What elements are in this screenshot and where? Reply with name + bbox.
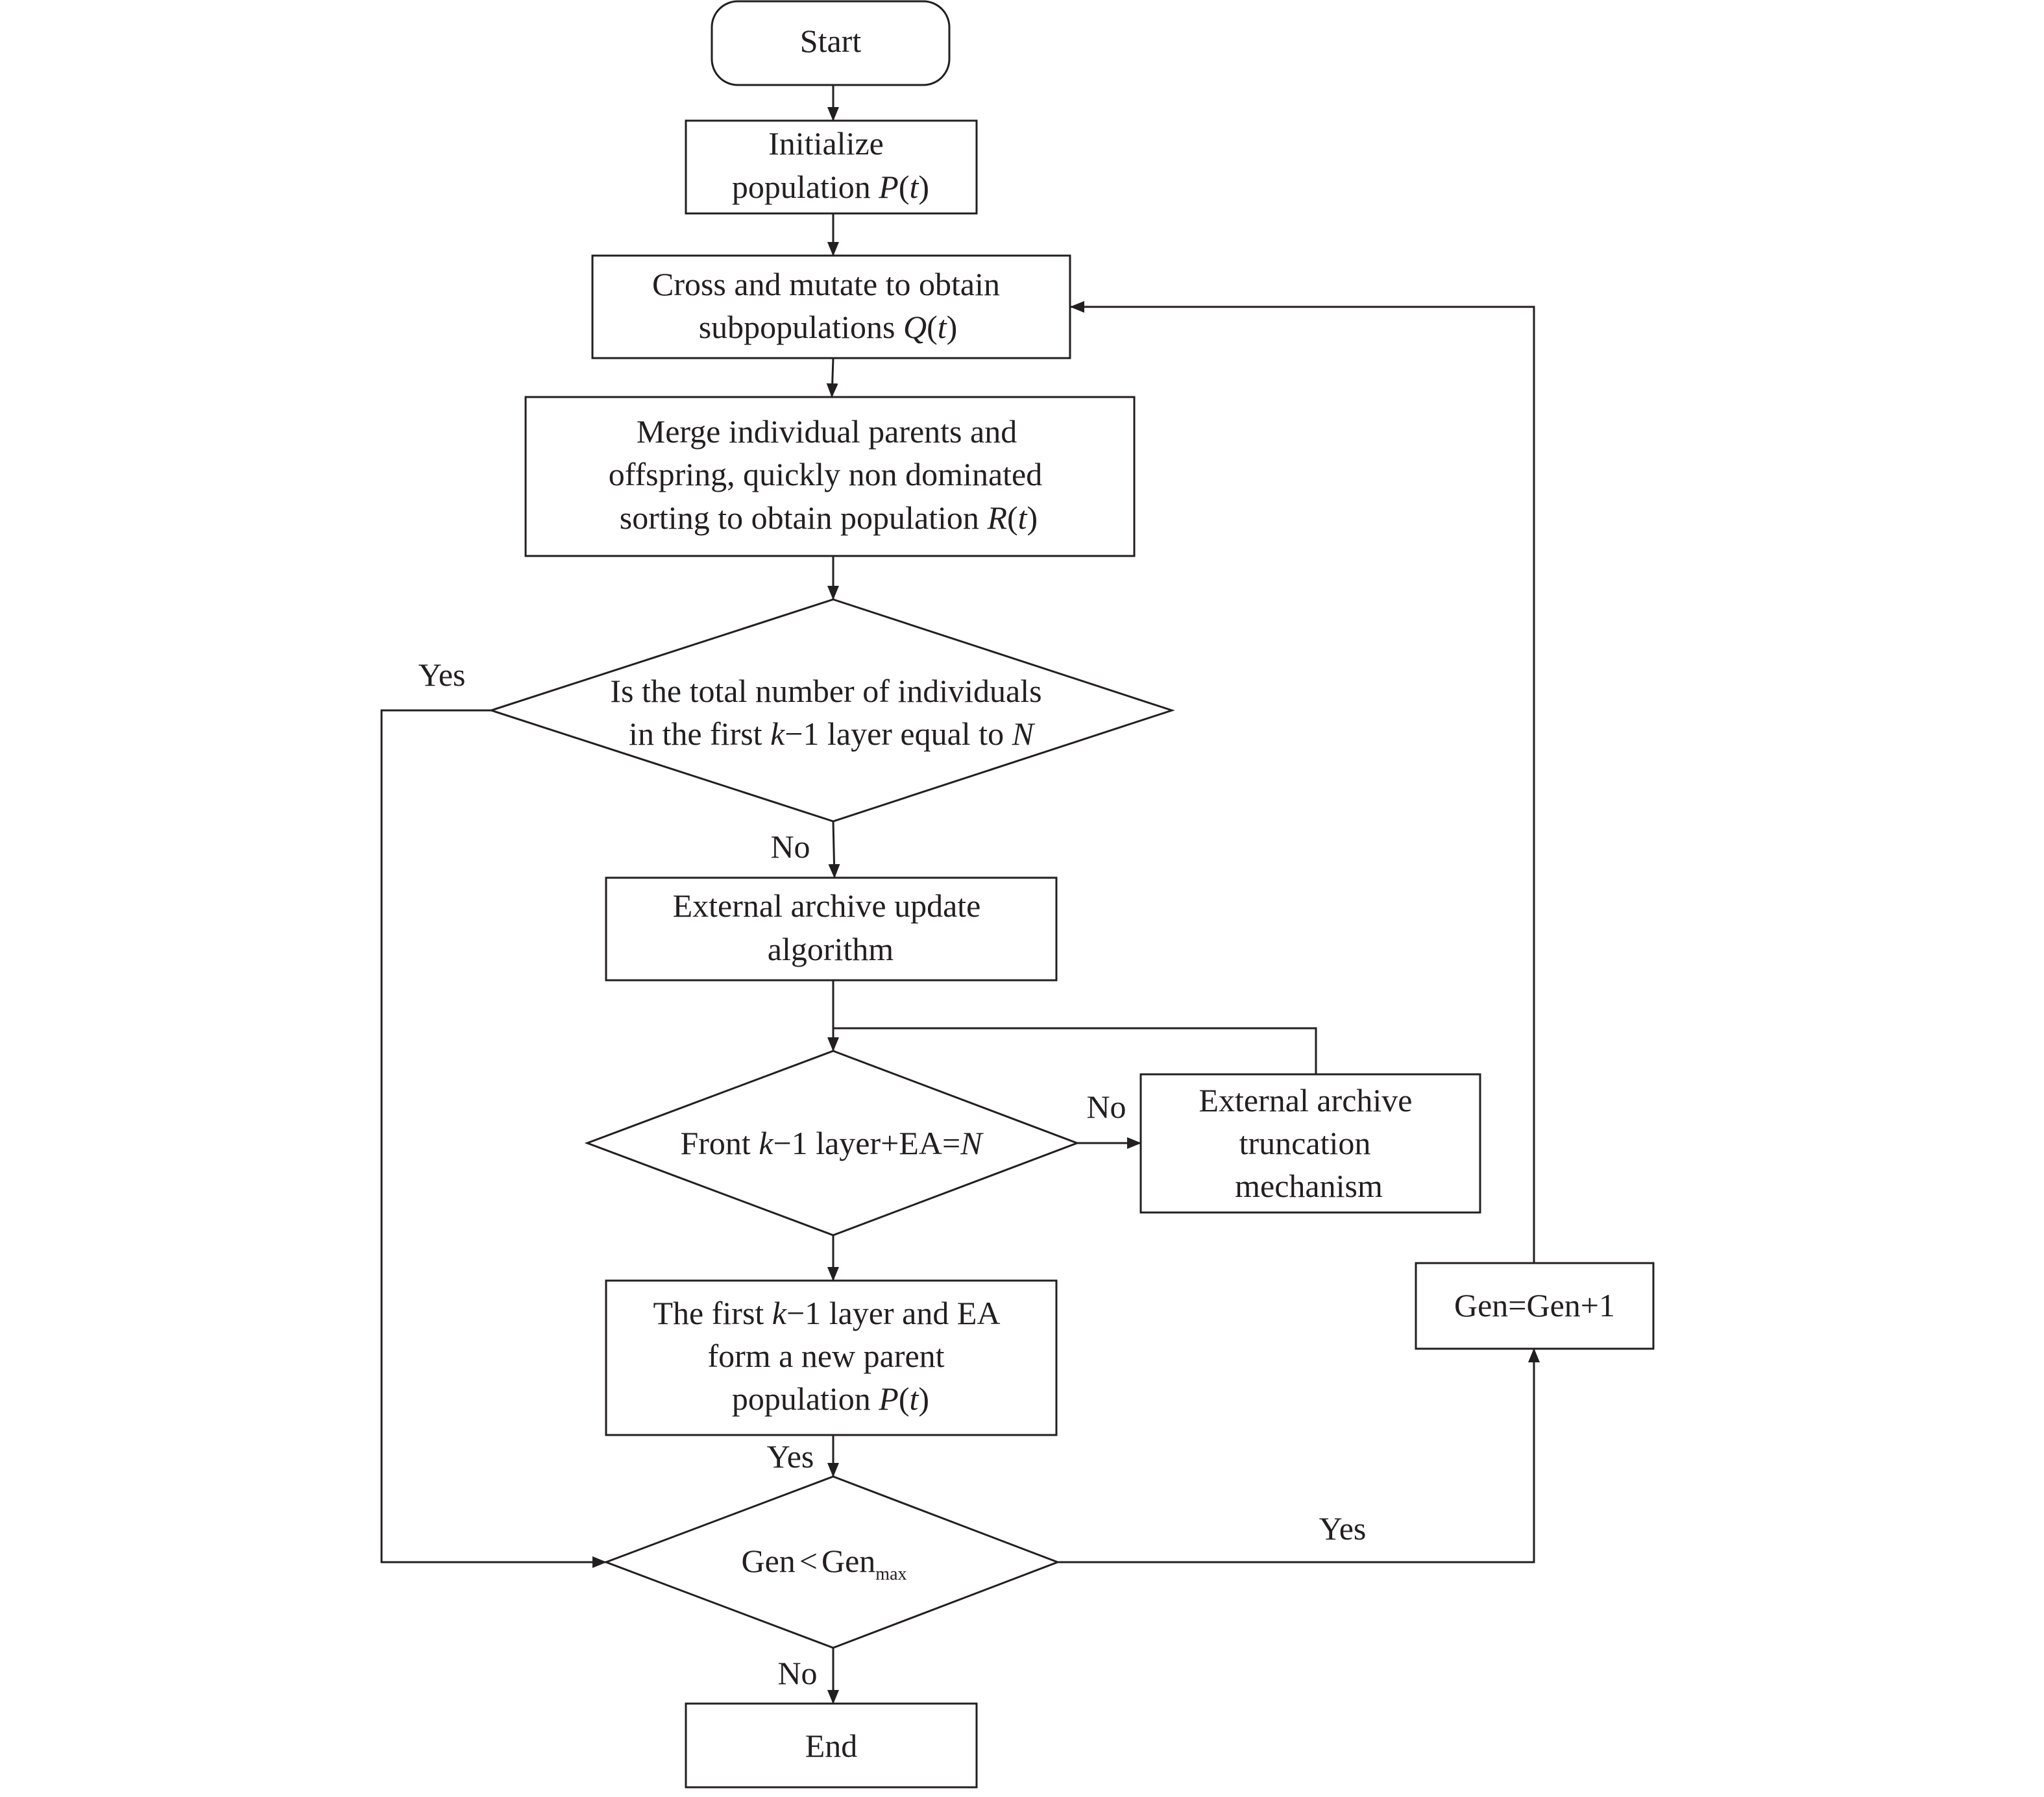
decision2-label: Front k−1 layer+EA=N <box>680 1125 984 1161</box>
external-archive-update-box: External archive update algorithm <box>605 876 1058 982</box>
decision-front-layer-ea-equal-n: Front k−1 layer+EA=N <box>584 1050 1080 1236</box>
start-label: Start <box>800 23 862 59</box>
edge-truncation-loop <box>833 1027 1317 1074</box>
edge-decision3-yes-loop <box>1058 1348 1540 1563</box>
archive-truncation-box: External archive truncation mechanism <box>1139 1073 1481 1214</box>
edge-cross-merge <box>826 357 838 398</box>
archive-update-line1: External archive update <box>673 887 981 924</box>
new-parent-population-box: The first k−1 layer and EA form a new pa… <box>605 1279 1058 1436</box>
merge-line2: offspring, quickly non dominated <box>609 456 1042 492</box>
merge-line3: sorting to obtain population R(t) <box>620 500 1038 536</box>
decision-first-layer-equal-n: Is the total number of individuals in th… <box>488 598 1175 823</box>
decision1-line2: in the first k−1 layer equal to N <box>629 716 1036 752</box>
new-parent-line1: The first k−1 layer and EA <box>653 1295 1001 1331</box>
edge-labels: Yes No No Yes Yes No <box>419 657 1367 1691</box>
label-decision3-no: No <box>777 1655 817 1691</box>
label-decision2-no: No <box>1086 1089 1126 1125</box>
truncation-line3: mechanism <box>1235 1168 1383 1204</box>
merge-line1: Merge individual parents and <box>637 413 1017 450</box>
merge-sort-box: Merge individual parents and offspring, … <box>524 396 1136 557</box>
new-parent-line3: population P(t) <box>732 1381 929 1417</box>
new-parent-line2: form a new parent <box>707 1338 944 1374</box>
initialize-line1: Initialize <box>768 125 884 162</box>
initialize-line2: population P(t) <box>732 169 929 205</box>
gen-increment-label: Gen=Gen+1 <box>1454 1287 1615 1323</box>
start-node: Start <box>711 0 951 86</box>
label-decision3-yes: Yes <box>1319 1510 1367 1547</box>
initialize-population-box: Initialize population P(t) <box>685 119 978 215</box>
edge-gen-to-cross <box>1070 301 1535 1263</box>
cross-line1: Cross and mutate to obtain <box>652 266 1000 302</box>
gen-increment-box: Gen=Gen+1 <box>1415 1262 1655 1350</box>
truncation-line1: External archive <box>1199 1082 1413 1118</box>
edge-decision1-yes-bypass <box>380 709 607 1568</box>
cross-line2: subpopulations Q(t) <box>699 309 958 345</box>
truncation-line2: truncation <box>1239 1125 1371 1161</box>
decision1-line1: Is the total number of individuals <box>610 673 1041 709</box>
archive-update-line2: algorithm <box>768 931 894 967</box>
cross-mutate-box: Cross and mutate to obtain subpopulation… <box>591 254 1071 359</box>
edge-decision1-archive <box>828 821 840 878</box>
end-label: End <box>805 1728 858 1764</box>
decision-gen-less-than-max: Gen<Genmax <box>603 1475 1061 1649</box>
label-decision1-yes: Yes <box>419 657 466 693</box>
label-parent-yes: Yes <box>767 1438 814 1475</box>
decision3-label: Gen<Genmax <box>741 1543 906 1584</box>
connectors <box>380 85 1540 1704</box>
label-decision1-no: No <box>770 828 810 865</box>
end-node: End <box>685 1702 978 1789</box>
